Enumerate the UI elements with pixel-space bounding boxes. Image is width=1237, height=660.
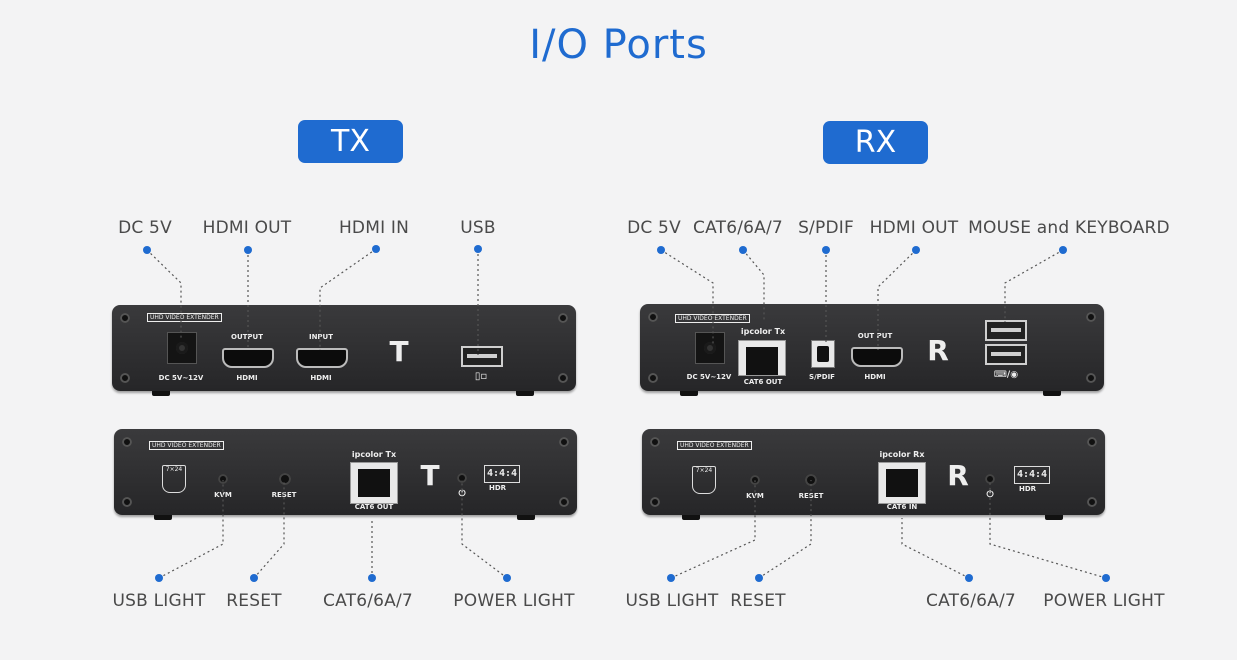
screw (1087, 437, 1097, 447)
cat6-label: CAT6 IN (886, 503, 918, 511)
hdmi-label: HDMI (236, 374, 258, 382)
rx-callout-power-light: POWER LIGHT (1043, 591, 1165, 611)
foot (680, 391, 698, 396)
hdmi-in-port (296, 348, 348, 368)
kvm-led (750, 475, 760, 485)
tx-front-panel: UHD VIDEO EXTENDER DC 5V~12V OUTPUT HDMI… (112, 305, 576, 396)
rx-callout-spdif: S/PDIF (798, 218, 854, 238)
tx-letter: T (389, 335, 409, 368)
cat6-label: CAT6 OUT (743, 378, 783, 386)
tx-callout-usb-light: USB LIGHT (112, 591, 206, 611)
foot (516, 391, 534, 396)
screw (559, 437, 569, 447)
rx-callout-dc: DC 5V (627, 218, 681, 238)
rj-brand: ipcolor Tx (740, 327, 786, 336)
rx-callout-usb-light: USB LIGHT (625, 591, 719, 611)
usb-port-2 (985, 344, 1027, 365)
tx-callout-power-light: POWER LIGHT (453, 591, 575, 611)
shield-icon: 7×24 (692, 466, 716, 494)
rx-letter: R (947, 459, 969, 492)
spdif-label: S/PDIF (809, 373, 835, 381)
brand-label: UHD VIDEO EXTENDER (675, 314, 750, 323)
rj45-port (738, 340, 786, 376)
rx-badge: RX (823, 121, 928, 164)
tx-badge: TX (298, 120, 403, 163)
power-led (457, 473, 467, 483)
foot (154, 515, 172, 520)
tx-callout-cat6: CAT6/6A/7 (323, 591, 413, 611)
hdr-label: HDR (489, 484, 507, 492)
usb-port-1 (985, 320, 1027, 341)
kvm-led (218, 474, 228, 484)
page-title: I/O Ports (529, 22, 708, 68)
hdr-res-badge: 4:4:4 (484, 465, 520, 483)
cat6-label: CAT6 OUT (354, 503, 394, 511)
input-label: INPUT (308, 333, 334, 341)
hdr-res-badge: 4:4:4 (1014, 466, 1050, 484)
rj45-port (878, 462, 926, 504)
tx-callout-reset: RESET (226, 591, 282, 611)
output-label: OUT PUT (857, 332, 893, 340)
dc-power-port (695, 332, 725, 364)
hdmi-label: HDMI (864, 373, 886, 381)
usb-port (461, 346, 503, 367)
hdmi-out-port (222, 348, 274, 368)
foot (152, 391, 170, 396)
screw (559, 497, 569, 507)
dc-power-port (167, 332, 197, 364)
reset-label: RESET (271, 491, 297, 499)
rj-brand: ipcolor Rx (879, 450, 925, 459)
screw (558, 313, 568, 323)
mouse-keyboard-icon: ⌨/◉ (993, 370, 1019, 380)
shield-icon: 7×24 (162, 465, 186, 493)
foot (682, 515, 700, 520)
tx-callout-hdmi-in: HDMI IN (338, 218, 410, 238)
power-led (985, 474, 995, 484)
screw (120, 313, 130, 323)
tx-callout-usb: USB (460, 218, 496, 238)
hdr-label: HDR (1019, 485, 1037, 493)
rx-letter: R (927, 334, 949, 367)
screw (1086, 312, 1096, 322)
rx-callout-cat6: CAT6/6A/7 (926, 591, 1016, 611)
tx-back-panel: UHD VIDEO EXTENDER 7×24 KVM RESET ipcolo… (114, 429, 577, 520)
rx-callout-cat6: CAT6/6A/7 (693, 218, 783, 238)
foot (1045, 515, 1063, 520)
rx-callout-hdmi-out: HDMI OUT (869, 218, 959, 238)
brand-label: UHD VIDEO EXTENDER (149, 441, 224, 450)
power-icon: ⏻ (986, 490, 994, 500)
pc-icon: ▯▫ (474, 371, 488, 382)
output-label: OUTPUT (231, 333, 263, 341)
foot (517, 515, 535, 520)
rj45-port (350, 462, 398, 504)
screw (558, 373, 568, 383)
foot (1043, 391, 1061, 396)
hdmi-label: HDMI (310, 374, 332, 382)
brand-label: UHD VIDEO EXTENDER (677, 441, 752, 450)
screw (122, 437, 132, 447)
screw (648, 373, 658, 383)
spdif-port (811, 340, 835, 368)
rj-brand: ipcolor Tx (351, 450, 397, 459)
dc-label: DC 5V~12V (158, 374, 204, 382)
reset-button[interactable] (279, 473, 291, 485)
hdmi-out-port (851, 347, 903, 367)
screw (650, 497, 660, 507)
rx-callout-mouse-keyboard: MOUSE and KEYBOARD (968, 218, 1170, 238)
rx-callout-reset: RESET (730, 591, 786, 611)
rx-front-panel: UHD VIDEO EXTENDER DC 5V~12V ipcolor Tx … (640, 304, 1104, 396)
tx-callout-dc: DC 5V (118, 218, 172, 238)
tx-letter: T (420, 459, 440, 492)
screw (648, 312, 658, 322)
tx-callout-hdmi-out: HDMI OUT (202, 218, 292, 238)
screw (1086, 373, 1096, 383)
screw (120, 373, 130, 383)
dc-label: DC 5V~12V (686, 373, 732, 381)
screw (650, 437, 660, 447)
screw (122, 497, 132, 507)
screw (1087, 497, 1097, 507)
brand-label: UHD VIDEO EXTENDER (147, 313, 222, 322)
